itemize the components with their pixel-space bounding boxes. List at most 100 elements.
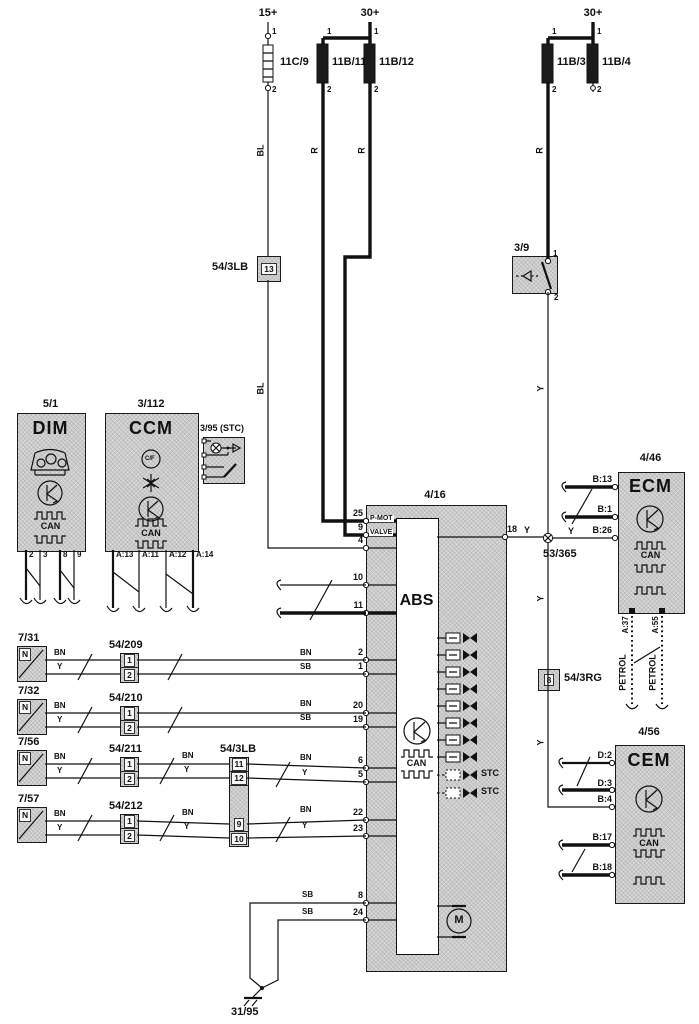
- cem-wires: [558, 756, 616, 881]
- ground-label: 31/95: [231, 1006, 259, 1018]
- fuse-11c9-label: 11C/9: [280, 56, 309, 68]
- ccm-pin: A:14: [196, 550, 214, 559]
- wire-color-y: Y: [302, 821, 308, 830]
- wire-color-y: Y: [568, 526, 575, 536]
- connector-54-3lb-box: 11 12 9 10: [229, 757, 249, 847]
- connector-cell: 2: [124, 829, 135, 843]
- ecm-wires: [561, 481, 669, 710]
- connector-8-number: 8: [543, 673, 555, 687]
- ccm-can: CAN: [141, 528, 161, 538]
- fuse-11b11-label: 11B/11: [332, 56, 367, 68]
- wire-color-r: R: [534, 147, 545, 154]
- abs-pin-6: 6: [357, 755, 363, 765]
- dim-pin: 3: [43, 550, 48, 559]
- sensor-7-32-wires: [18, 702, 366, 734]
- abs-stc-2: STC: [481, 786, 499, 796]
- fuse-pin: 1: [327, 27, 332, 36]
- connector-54-209-box: 1 2: [120, 653, 139, 683]
- ccm-title: 3/112: [137, 398, 165, 410]
- fuse-pin: 1: [374, 27, 379, 36]
- wire-color-bn: BN: [54, 809, 66, 818]
- connector-54-3lb-label: 54/3LB: [220, 743, 257, 755]
- abs-valve-symbols: [437, 632, 477, 799]
- wire-color-y: Y: [535, 385, 546, 392]
- wire-color-y: Y: [184, 765, 190, 774]
- connector-13-label: 54/3LB: [212, 261, 249, 273]
- wire-color-sb: SB: [302, 890, 314, 899]
- sensor-7-57-wires: [18, 810, 367, 843]
- abs-pin-20: 20: [352, 700, 363, 710]
- wire-color-sb: SB: [302, 907, 314, 916]
- connector-54-212-label: 54/212: [109, 800, 143, 812]
- fuse-11b4-label: 11B/4: [602, 56, 631, 68]
- wire-color-bn: BN: [300, 753, 312, 762]
- connector-cell: 11: [231, 758, 247, 771]
- ecm-petrol-2: PETROL: [647, 654, 658, 691]
- sensor-7-31-wires: [18, 649, 366, 681]
- wire-color-y: Y: [184, 822, 190, 831]
- wire-30-plus-mid-r: [316, 22, 396, 537]
- abs-pin-9: 9: [357, 522, 363, 532]
- dim-title: 5/1: [42, 398, 59, 410]
- abs-pin-24: 24: [352, 907, 363, 917]
- connector-cell: 9: [233, 818, 245, 831]
- feed-30-right-label: 30+: [583, 7, 603, 19]
- connector-54-211-box: 1 2: [120, 757, 139, 787]
- cem-module-box: [615, 745, 685, 904]
- abs-pin-2: 2: [357, 647, 363, 657]
- wire-color-bn: BN: [54, 752, 66, 761]
- sensor-7-32-title: 7/32: [18, 685, 40, 697]
- sensor-7-31-box: [17, 646, 47, 682]
- abs-pvalve: VALVE: [369, 529, 394, 536]
- connector-54-210-label: 54/210: [109, 692, 143, 704]
- fuse-11b12-label: 11B/12: [379, 56, 414, 68]
- connector-cell: 10: [231, 832, 247, 846]
- ecm-pin-a37: A:37: [621, 616, 630, 634]
- wire-color-bl: BL: [255, 382, 266, 395]
- abs-pin-1: 1: [357, 661, 363, 671]
- connector-cell: 2: [124, 721, 135, 735]
- fuse-pin: 2: [327, 85, 332, 94]
- ecm-can: CAN: [640, 550, 661, 560]
- wire-y-trunk: [542, 292, 619, 811]
- instrument-cluster-icon: [30, 448, 70, 476]
- abs-pin-5: 5: [357, 769, 363, 779]
- sensor-symbol-n: N: [19, 648, 32, 661]
- ecm-title: 4/46: [639, 452, 662, 464]
- sensor-symbol-n: N: [19, 752, 32, 765]
- connector-8-label: 54/3RG: [564, 672, 602, 684]
- fuse-pin: 1: [597, 27, 602, 36]
- fuse-pin: 2: [374, 85, 379, 94]
- abs-pmot: P-MOT: [369, 515, 394, 522]
- wire-color-bn: BN: [300, 648, 312, 657]
- cem-pin-d3: D:3: [597, 778, 612, 788]
- abs-stc-1: STC: [481, 768, 499, 778]
- wire-color-sb: SB: [300, 713, 312, 722]
- wire-color-y: Y: [57, 662, 63, 671]
- wire-color-bl: BL: [255, 144, 266, 157]
- abs-pin-4: 4: [357, 535, 363, 545]
- temp-and-snowflake-icons: [141, 449, 161, 492]
- dim-pin: 8: [63, 550, 68, 559]
- wire-color-bn: BN: [300, 699, 312, 708]
- wire-15-plus-bl: [262, 22, 366, 549]
- ecm-pin-b13: B:13: [592, 474, 612, 484]
- connector-cell: 1: [124, 758, 135, 771]
- wire-color-bn: BN: [182, 751, 194, 760]
- wire-color-y: Y: [57, 766, 63, 775]
- sensor-7-57-title: 7/57: [18, 793, 40, 805]
- abs-motor-m: M: [454, 914, 464, 926]
- abs-pin-10: 10: [352, 572, 363, 582]
- dim-pigtails: [19, 550, 81, 605]
- connector-cell: 2: [124, 668, 135, 682]
- connector-cell: 2: [124, 772, 135, 786]
- ecm-pin-a55: A:55: [651, 616, 660, 634]
- cem-pin-b18: B:18: [592, 862, 612, 872]
- wire-color-bn: BN: [54, 648, 66, 657]
- fuse-pin: 2: [272, 85, 277, 94]
- connector-13-box: 13: [257, 256, 281, 282]
- abs-pin-8: 8: [357, 890, 363, 900]
- ccm-pigtails: [106, 550, 200, 613]
- stc-unit-title: 3/95 (STC): [200, 423, 245, 433]
